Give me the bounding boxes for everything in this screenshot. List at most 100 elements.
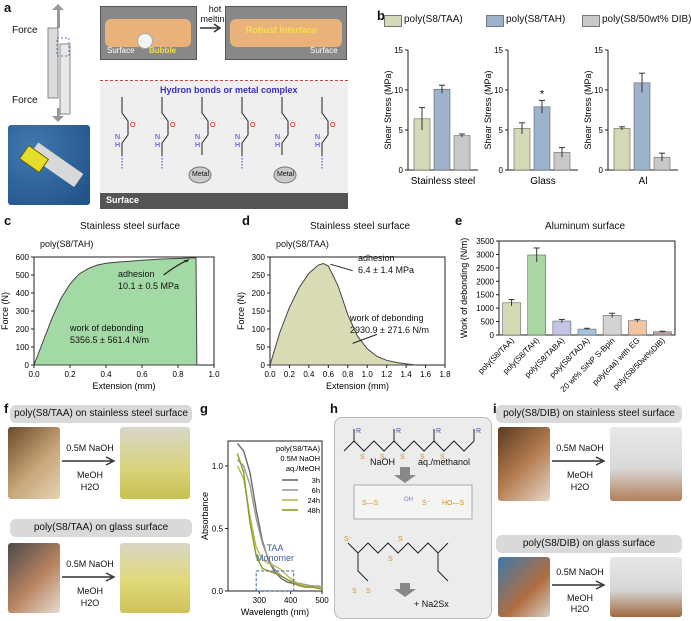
- chart-c-xtick-label: 0.0: [28, 370, 40, 379]
- chart-g-legend-label-24h: 24h: [307, 496, 320, 505]
- chart-d-xlabel: Extension (mm): [326, 381, 389, 391]
- chart-b2-bar: [513, 128, 531, 171]
- chart-b1-ytick-label: 10: [394, 86, 403, 95]
- panel-i-photo-1: [498, 427, 550, 501]
- chart-b2-ytick-label: 10: [494, 86, 503, 95]
- panel-i-arrow-top: [552, 456, 606, 466]
- chart-d-ytick-label: 50: [256, 343, 265, 352]
- panel-i-arrow-top-label: 0.5M NaOH: [556, 443, 604, 453]
- chart-d-xtick-label: 0.8: [342, 370, 354, 379]
- chart-b1-ytick-label: 5: [399, 126, 404, 135]
- chart-d-adhesion-arrow: [330, 263, 353, 272]
- panel-f-top-banner-text: poly(S8/TAA) on stainless steel surface: [14, 408, 188, 419]
- hot-melting-arrow: [200, 23, 222, 33]
- robust-interface-label: Robust Interface: [246, 25, 318, 35]
- panel-label-c: c: [4, 213, 12, 228]
- panel-f-photo-2: [120, 427, 190, 499]
- chart-e-bar: [552, 320, 572, 336]
- legend-dib: poly(S8/50wt% DIB): [602, 14, 691, 25]
- panel-label-e: e: [455, 213, 463, 228]
- chart-g-legend-label-6h: 6h: [312, 486, 320, 495]
- chart-g-xlabel: Wavelength (nm): [241, 607, 309, 617]
- svg-text:S⁻: S⁻: [344, 536, 353, 543]
- panel-f-top-banner: poly(S8/TAA) on stainless steel surface: [10, 405, 192, 423]
- chart-g-legend-title: poly(S8/TAA): [276, 444, 321, 453]
- chart-c-xtick-label: 0.4: [100, 370, 112, 379]
- force-bottom-label: Force: [12, 95, 38, 106]
- panel-h-reagent: NaOH: [370, 457, 396, 467]
- chart-d-area: [269, 262, 416, 366]
- chart-c-xtick-label: 0.2: [64, 370, 76, 379]
- chart-d-xtick-label: 0.2: [284, 370, 296, 379]
- panel-i-bottom-banner: poly(S8/DIB) on glass surface: [496, 535, 682, 553]
- chart-b1-bar: [453, 135, 471, 171]
- chart-c-xtick-label: 1.0: [208, 370, 220, 379]
- panel-f-arrow-bottom-label: 0.5M NaOH: [66, 559, 114, 569]
- chart-d-xtick-label: 0.4: [303, 370, 315, 379]
- legend-swatch-taa: [384, 15, 402, 27]
- panel-label-d: d: [242, 213, 250, 228]
- force-top-label: Force: [12, 25, 38, 36]
- svg-text:S: S: [360, 454, 365, 461]
- panel-label-h: h: [330, 401, 338, 416]
- panel-f-bottom-banner: poly(S8/TAA) on glass surface: [10, 519, 192, 537]
- panel-label-f: f: [4, 401, 9, 416]
- panel-i-top-banner: poly(S8/DIB) on stainless steel surface: [496, 405, 682, 423]
- chart-b1-ytick-label: 15: [394, 46, 403, 55]
- chart-c-ytick-label: 500: [16, 271, 30, 280]
- chart-d-ytick-label: 100: [252, 325, 266, 334]
- svg-text:O: O: [250, 122, 256, 129]
- chart-d-ytick-label: 300: [252, 253, 266, 262]
- hot-melting-label: hot melting: [200, 4, 230, 24]
- svg-text:S: S: [366, 588, 371, 595]
- svg-text:N: N: [195, 134, 200, 141]
- panel-i: poly(S8/DIB) on stainless steel surface …: [496, 403, 685, 621]
- svg-text:N: N: [315, 134, 320, 141]
- chart-g-xtick-label: 300: [253, 596, 267, 605]
- chart-g-line-48h: [236, 453, 322, 590]
- chart-b1-ylabel: Shear Stress (MPa): [383, 70, 393, 149]
- chart-d-xtick-label: 1.8: [439, 370, 451, 379]
- svg-text:N: N: [115, 134, 120, 141]
- panel-label-b: b: [377, 8, 385, 23]
- svg-text:O: O: [130, 122, 136, 129]
- chart-e-bar: [502, 302, 521, 336]
- panel-d-title: Stainless steel surface: [309, 221, 411, 232]
- panel-i-cond-top: MeOH H2O: [566, 470, 593, 492]
- chart-c-ytick-label: 200: [16, 325, 30, 334]
- lap-shear-schematic: [47, 4, 71, 122]
- svg-text:S: S: [380, 454, 385, 461]
- svg-text:S: S: [388, 556, 393, 563]
- svg-text:R: R: [356, 428, 361, 435]
- chart-e-bar: [602, 315, 622, 336]
- svg-text:O: O: [290, 122, 296, 129]
- chart-e-ytick-label: 2000: [476, 277, 494, 286]
- chart-b3-ylabel: Shear Stress (MPa): [583, 70, 593, 149]
- chart-e-ytick-label: 500: [481, 318, 495, 327]
- chart-g-xtick-label: 500: [315, 596, 329, 605]
- chart-e-ytick-label: 0: [490, 331, 495, 340]
- chart-e-bar: [527, 254, 547, 336]
- interface-before: Surface Bubble: [100, 6, 197, 60]
- svg-text:R: R: [476, 428, 481, 435]
- svg-text:H: H: [155, 142, 160, 149]
- panel-label-a: a: [4, 0, 12, 15]
- chart-e-ytick-label: 2500: [476, 264, 494, 273]
- chart-c-area: [33, 257, 198, 366]
- svg-text:S: S: [400, 454, 405, 461]
- chart-d-ytick-label: 250: [252, 271, 266, 280]
- chart-g-legend-label-3h: 3h: [312, 476, 320, 485]
- chart-c-xtick-label: 0.6: [136, 370, 148, 379]
- chart-c-ytick-label: 100: [16, 343, 30, 352]
- panel-d-work-label: work of debonding: [350, 313, 424, 323]
- bubble-label: Bubble: [149, 46, 177, 55]
- chart-b1-ytick-label: 0: [399, 166, 404, 175]
- panel-c-work-label: work of debonding: [70, 323, 144, 333]
- panel-f-arrow-bottom: [62, 572, 116, 582]
- panel-d-sample: poly(S8/TAA): [276, 239, 329, 249]
- svg-text:R: R: [436, 428, 441, 435]
